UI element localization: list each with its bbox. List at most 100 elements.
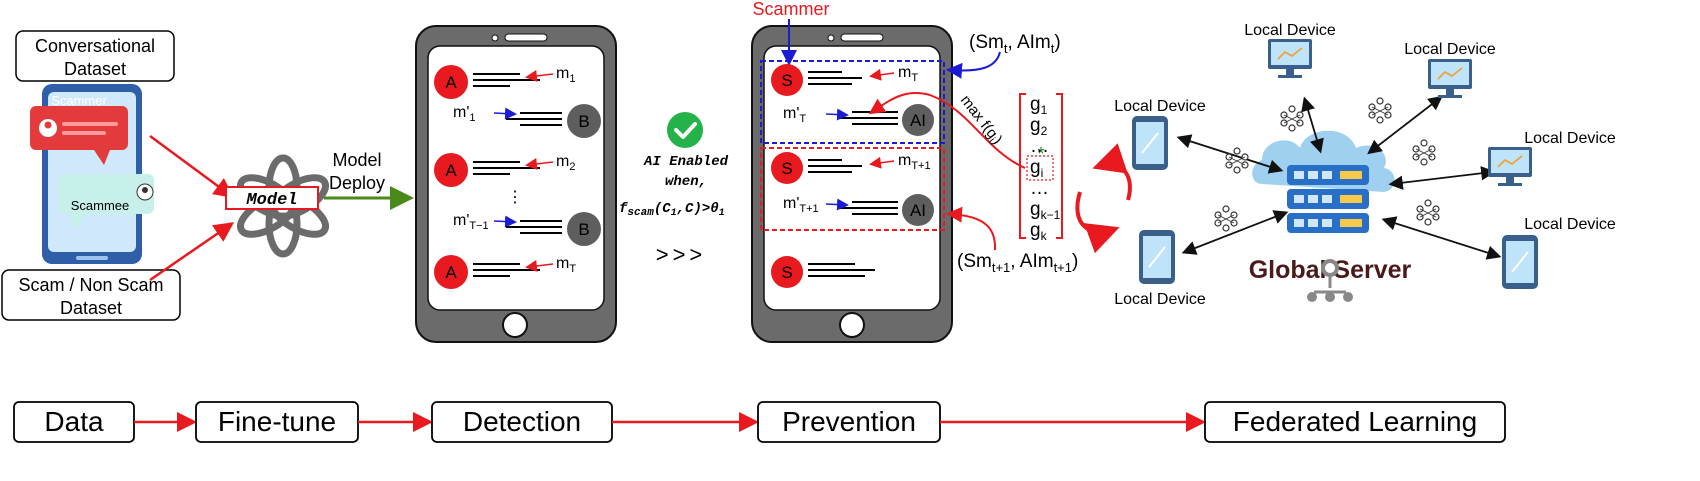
net-edge <box>1228 156 1246 166</box>
net-edge <box>1419 208 1437 218</box>
neural-net-icon <box>1416 199 1440 226</box>
net-edge <box>1217 214 1235 224</box>
scammee-bubble <box>58 174 154 214</box>
net-node <box>1376 97 1384 105</box>
arrow-scam-dataset-to-model <box>149 222 235 282</box>
avatar-ai <box>902 194 934 226</box>
local-device-label: Local Device <box>1244 22 1336 39</box>
selected-star-icon: * <box>1037 144 1044 164</box>
message-pointer <box>869 156 895 169</box>
avatar-scammer-label: S <box>781 71 792 90</box>
net-node <box>1424 199 1432 207</box>
tablet-glare <box>1148 246 1166 268</box>
monitor-base <box>1278 75 1302 78</box>
message-label: m'T+1 <box>783 195 819 215</box>
net-edge <box>1283 114 1301 124</box>
sync-arrow <box>1181 210 1289 255</box>
neural-net-icon <box>1280 105 1304 132</box>
avatar-b-label: B <box>578 220 589 239</box>
message-label: m'T−1 <box>453 212 489 232</box>
scammee-bubble-label: Scammee <box>71 198 130 213</box>
monitor-chart <box>1277 47 1303 60</box>
local-device-label: Local Device <box>1114 98 1206 115</box>
monitor-screen <box>1491 150 1529 173</box>
local-device-label: Local Device <box>1404 41 1496 58</box>
conversational-dataset-line2: Dataset <box>64 59 126 79</box>
update-cycle-icon <box>1075 143 1132 254</box>
neural-net-icon <box>1214 205 1238 232</box>
avatar-b-label: B <box>578 112 589 131</box>
detection-ellipsis: ⋮ <box>507 189 523 206</box>
avatar-a-label: A <box>445 73 457 92</box>
message-pointer <box>825 198 849 211</box>
sync-arrow <box>1367 95 1443 155</box>
pipeline-step-federated-learning <box>1204 401 1506 443</box>
avatar-scammer-label: S <box>781 263 792 282</box>
avatar-b <box>567 104 601 138</box>
net-edge <box>1415 148 1433 158</box>
conversational-dataset-box: Conversational Dataset <box>15 30 175 82</box>
message-label: m'T <box>783 105 806 125</box>
net-edge <box>1371 106 1389 116</box>
scammer-bubble-label: Scammer <box>51 93 107 108</box>
avatar-ai-label: AI <box>910 111 926 130</box>
sync-arrow <box>1301 96 1324 154</box>
monitor-chart <box>1497 155 1523 168</box>
candidate-item: … <box>1030 136 1049 157</box>
arrow-max-selection <box>868 91 1026 169</box>
net-node <box>1420 139 1428 147</box>
state-t1-label: (Smt+1, AImt+1) <box>957 251 1078 275</box>
model-label: Model <box>245 191 297 210</box>
avatar-a-label: A <box>445 263 457 282</box>
scammer-label: Scammer <box>752 0 829 19</box>
candidate-item: gi <box>1030 157 1043 180</box>
tablet-glare <box>1511 251 1529 273</box>
neural-net-icon <box>1225 147 1249 174</box>
monitor-base <box>1498 183 1522 186</box>
neural-net-icon <box>1412 139 1436 166</box>
message-pointer <box>525 69 554 82</box>
scam-dataset-line1: Scam / Non Scam <box>18 275 163 295</box>
net-node <box>1424 218 1432 226</box>
scammer-bubble <box>30 106 128 150</box>
message-label: m1 <box>556 65 575 85</box>
network-node-icon <box>1307 259 1353 302</box>
pipeline-step-label: Prevention <box>782 406 916 437</box>
pipeline-step-label: Detection <box>463 406 581 437</box>
max-f-label: max f(gi) <box>955 92 1005 149</box>
turn-t1-box <box>760 147 945 231</box>
state-t-label: (Smt, AImt) <box>969 32 1061 56</box>
avatar-scammer <box>771 64 803 96</box>
net-node <box>1222 205 1230 213</box>
avatar-ai-label: AI <box>910 201 926 220</box>
neural-net-icon <box>1368 97 1392 124</box>
candidate-list-bracket: * <box>1019 93 1063 239</box>
net-node <box>1222 224 1230 232</box>
monitor-stand <box>1446 89 1454 95</box>
message-label: mT <box>556 255 576 275</box>
avatar-scammer <box>771 256 803 288</box>
avatar-scammer <box>771 152 803 184</box>
avatar-scammer-label: S <box>781 159 792 178</box>
monitor-chart <box>1437 67 1463 80</box>
avatar-ai <box>902 104 934 136</box>
avatar-a-label: A <box>445 161 457 180</box>
candidate-item: gk <box>1030 220 1048 243</box>
message-label: mT <box>898 64 918 84</box>
candidate-item: … <box>1030 178 1049 199</box>
message-label: mT+1 <box>898 152 931 172</box>
ai-enabled-formula: fscam(C1,C)>θ1 <box>619 201 725 219</box>
sync-arrow <box>1381 216 1502 260</box>
message-pointer <box>869 68 895 81</box>
avatar-a <box>434 255 468 289</box>
net-node <box>1233 147 1241 155</box>
avatar-b <box>567 212 601 246</box>
chat-phone-illustration: Scammer Scammee <box>30 84 154 264</box>
arrow-state-t1 <box>946 206 997 251</box>
